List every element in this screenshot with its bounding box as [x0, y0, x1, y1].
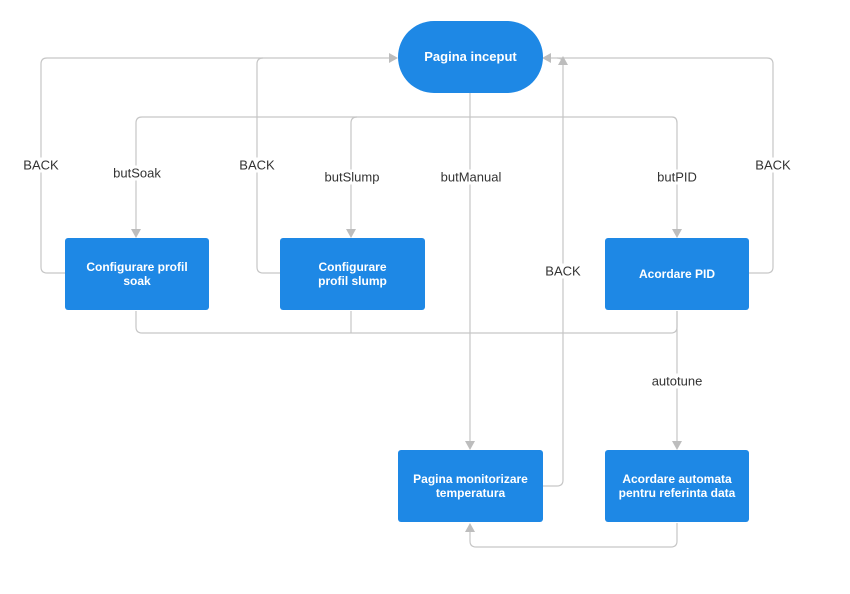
arrowhead-home-right [542, 53, 551, 63]
arrowhead-monitor-bottom [465, 523, 475, 532]
node-config-slump: Configurare profil slump [280, 238, 425, 310]
node-config-soak: Configurare profil soak [65, 238, 209, 310]
arrowhead-monitor-top [465, 441, 475, 450]
arrowhead-soak [131, 229, 141, 238]
arrowhead-slump [346, 229, 356, 238]
arrowhead-back-monitor [558, 56, 568, 65]
edge-back-monitor [543, 57, 564, 487]
edge-label-autotune: autotune [650, 373, 704, 389]
edge-label-but-soak: butSoak [112, 165, 162, 181]
edge-label-back-monitor: BACK [544, 263, 582, 279]
edge-label-back-slump: BACK [238, 157, 276, 173]
edge-label-back-pid: BACK [754, 157, 792, 173]
edge-label-but-slump: butSlump [323, 169, 381, 185]
edge-config-to-monitor [135, 311, 678, 334]
edge-label-but-pid: butPID [656, 169, 698, 185]
node-home: Pagina inceput [398, 21, 543, 93]
node-autotune: Acordare automata pentru referinta data [605, 450, 749, 522]
edge-back-slump [256, 57, 280, 274]
edge-but-slump [350, 116, 358, 232]
arrowhead-autotune [672, 441, 682, 450]
edge-label-back-soak: BACK [22, 157, 60, 173]
edge-autotune-to-monitor [469, 523, 678, 548]
node-monitor: Pagina monitorizare temperatura [398, 450, 543, 522]
edge-label-but-manual: butManual [439, 169, 503, 185]
edge-home-bus [135, 116, 678, 232]
arrowhead-home-left [389, 53, 398, 63]
arrowhead-pid [672, 229, 682, 238]
node-pid: Acordare PID [605, 238, 749, 310]
